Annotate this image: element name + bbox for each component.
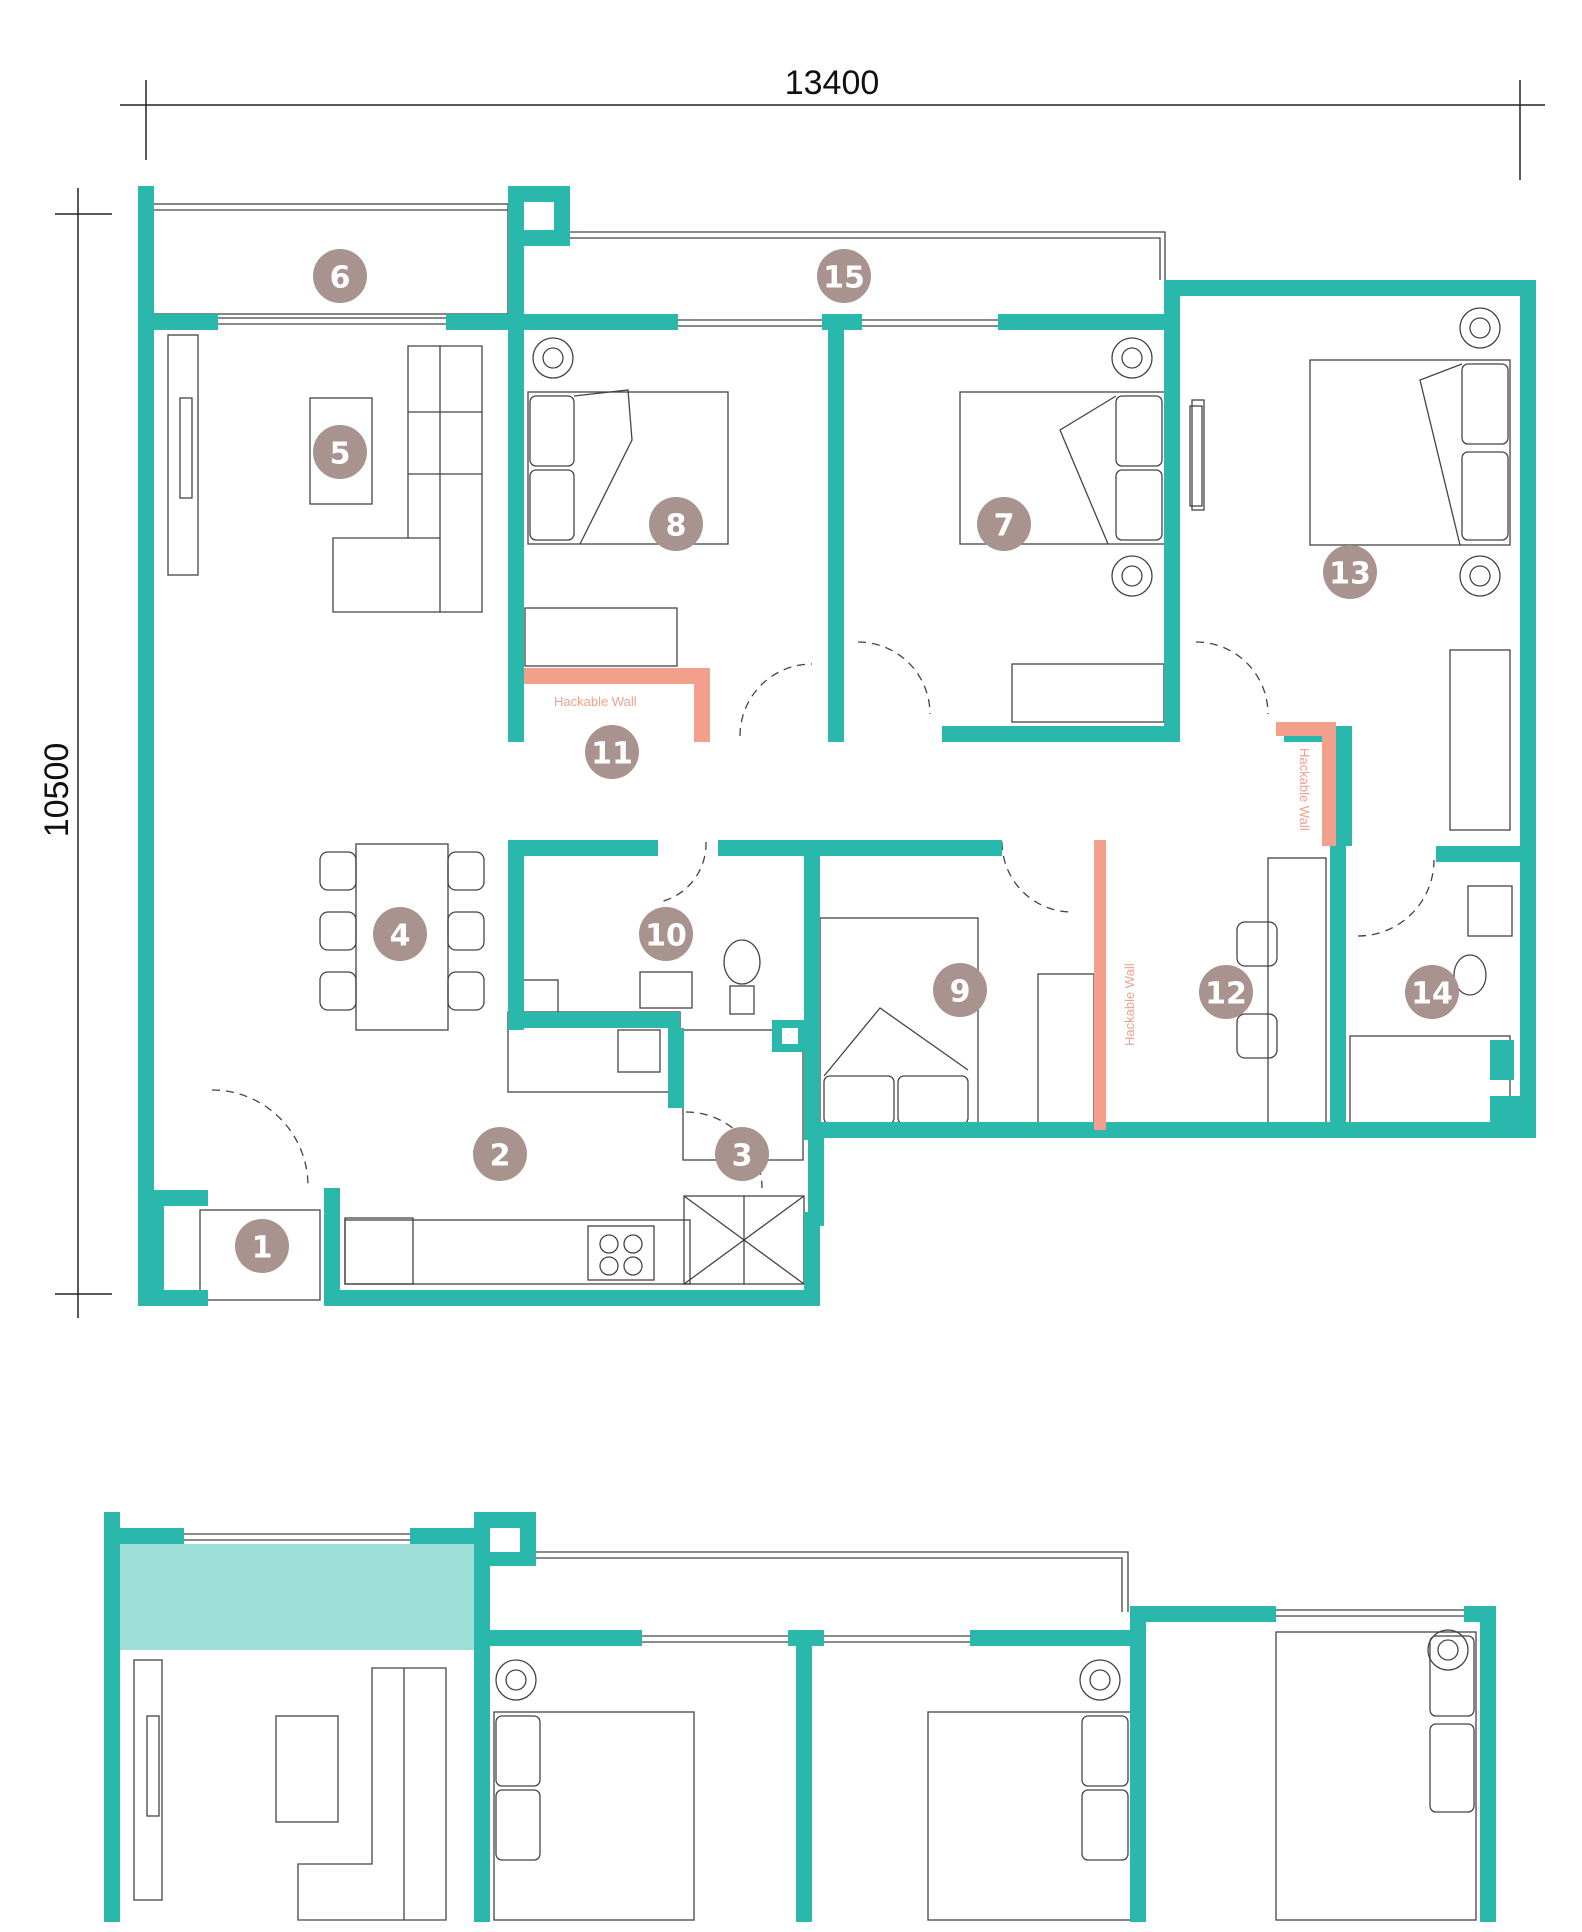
room-badge-14: 14 — [1405, 965, 1459, 1019]
room-badge-6: 6 — [313, 249, 367, 303]
hackable-wall-label: Hackable Wall — [554, 694, 637, 709]
room-badge-11: 11 — [585, 725, 639, 779]
room-badge-1: 1 — [235, 1219, 289, 1273]
hackable-walls — [524, 668, 1336, 1130]
svg-text:5: 5 — [330, 437, 351, 472]
room-badge-9: 9 — [933, 963, 987, 1017]
thin-lines — [151, 203, 1513, 1301]
svg-text:12: 12 — [1205, 977, 1247, 1012]
dimension-width — [120, 80, 1545, 180]
svg-text:13: 13 — [1329, 557, 1371, 592]
room-badge-13: 13 — [1323, 545, 1377, 599]
room-badge-15: 15 — [817, 249, 871, 303]
svg-text:10: 10 — [645, 919, 687, 954]
svg-text:14: 14 — [1411, 977, 1453, 1012]
dimension-height — [55, 188, 112, 1318]
room-badge-8: 8 — [649, 497, 703, 551]
svg-text:6: 6 — [330, 261, 351, 296]
svg-text:8: 8 — [666, 509, 687, 544]
room-badge-2: 2 — [473, 1127, 527, 1181]
walls — [138, 186, 1536, 1306]
svg-text:3: 3 — [732, 1139, 753, 1174]
room-badge-3: 3 — [715, 1127, 769, 1181]
room-badge-10: 10 — [639, 907, 693, 961]
dimension-width-label: 13400 — [785, 64, 880, 102]
hackable-wall-label: Hackable Wall — [1297, 748, 1312, 831]
room-badge-4: 4 — [373, 907, 427, 961]
svg-text:15: 15 — [823, 261, 865, 296]
hackable-wall-label: Hackable Wall — [1122, 963, 1137, 1046]
floor-plan-variant — [104, 1512, 1496, 1922]
dimension-height-label: 10500 — [38, 743, 76, 838]
svg-text:1: 1 — [252, 1231, 273, 1266]
svg-text:2: 2 — [490, 1139, 511, 1174]
svg-text:4: 4 — [390, 919, 411, 954]
svg-text:11: 11 — [591, 737, 633, 772]
svg-text:9: 9 — [950, 975, 971, 1010]
room-badge-5: 5 — [313, 425, 367, 479]
room-badge-7: 7 — [977, 497, 1031, 551]
svg-text:7: 7 — [994, 509, 1015, 544]
room-badge-12: 12 — [1199, 965, 1253, 1019]
